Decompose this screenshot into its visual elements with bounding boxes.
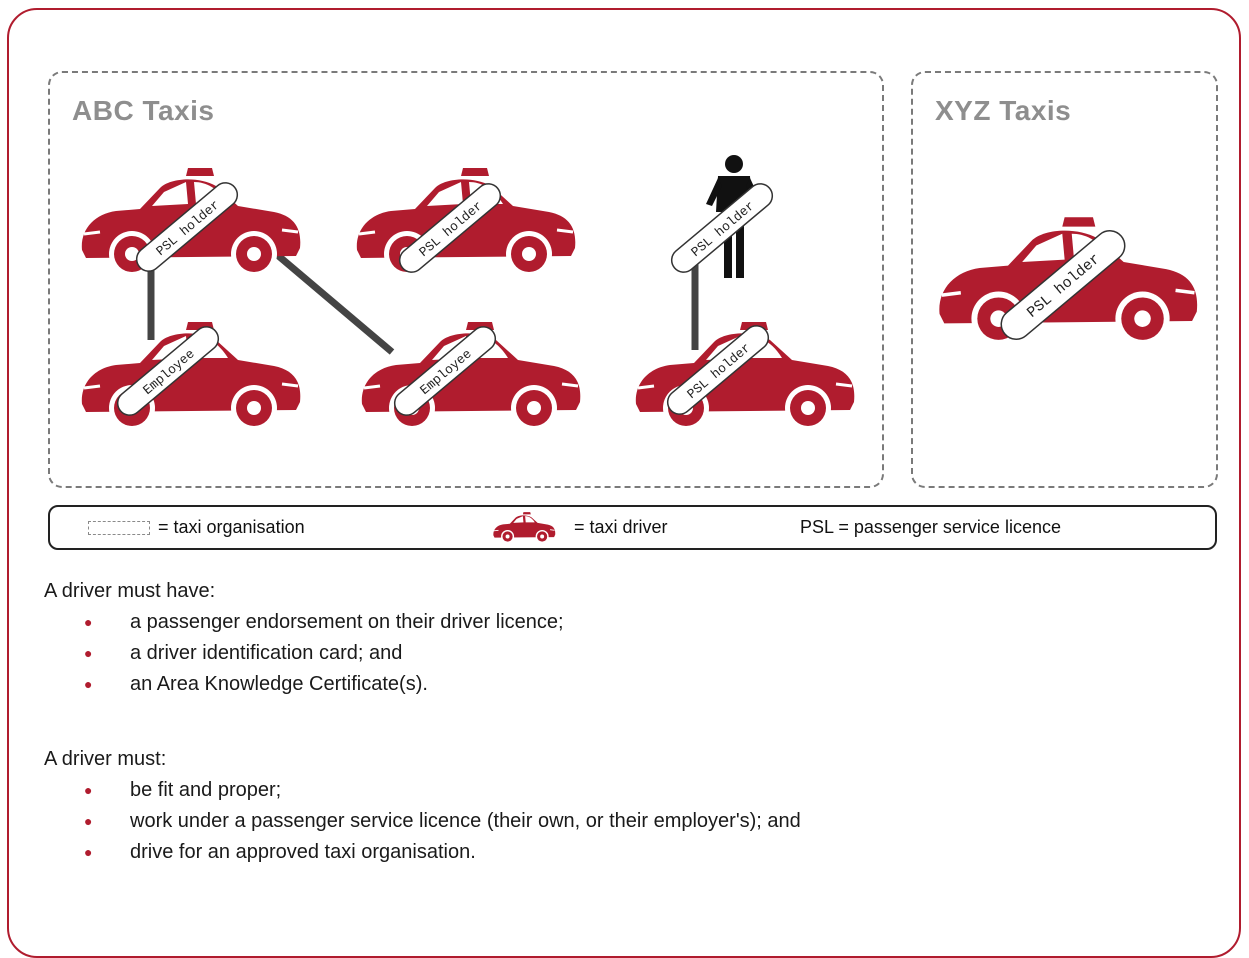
must-have-heading: A driver must have: xyxy=(44,580,216,602)
bullet-icon: ● xyxy=(84,645,93,661)
list-item-text: a passenger endorsement on their driver … xyxy=(130,611,564,633)
bullet-icon: ● xyxy=(84,782,93,798)
org-abc-taxis: ABC Taxis xyxy=(48,71,884,488)
bullet-icon: ● xyxy=(84,676,93,692)
list-item: ● be fit and proper; xyxy=(44,775,801,806)
bullet-icon: ● xyxy=(84,813,93,829)
org-title-xyz: XYZ Taxis xyxy=(935,95,1072,126)
list-item-text: an Area Knowledge Certificate(s). xyxy=(130,673,428,695)
org-title-abc: ABC Taxis xyxy=(72,95,215,126)
list-item-text: drive for an approved taxi organisation. xyxy=(130,841,476,863)
must-have-section: A driver must have: ● a passenger endorse… xyxy=(44,580,564,700)
legend: = taxi organisation = taxi driver PSL = … xyxy=(48,505,1217,550)
legend-psl-label: PSL = passenger service licence xyxy=(800,517,1061,537)
list-item-text: work under a passenger service licence (… xyxy=(130,810,801,832)
list-item: ● a passenger endorsement on their driver… xyxy=(44,607,564,638)
dashed-box-icon xyxy=(88,520,150,535)
legend-organisation: = taxi organisation xyxy=(88,507,305,548)
list-item: ● work under a passenger service licence … xyxy=(44,806,801,837)
legend-psl: PSL = passenger service licence xyxy=(800,507,1061,548)
legend-taxi-icon xyxy=(492,511,556,543)
list-item-text: a driver identification card; and xyxy=(130,642,403,664)
must-list: ● be fit and proper; ● work under a passen… xyxy=(44,775,801,868)
org-xyz-taxis: XYZ Taxis xyxy=(911,71,1218,488)
must-heading: A driver must: xyxy=(44,748,167,770)
legend-organisation-label: = taxi organisation xyxy=(158,517,305,537)
list-item: ● drive for an approved taxi organisation… xyxy=(44,837,801,868)
bullet-icon: ● xyxy=(84,614,93,630)
bullet-icon: ● xyxy=(84,844,93,860)
must-section: A driver must: ● be fit and proper; ● work… xyxy=(44,748,801,868)
legend-driver: = taxi driver xyxy=(482,507,668,548)
list-item-text: be fit and proper; xyxy=(130,779,282,801)
legend-driver-label: = taxi driver xyxy=(574,517,668,537)
list-item: ● an Area Knowledge Certificate(s). xyxy=(44,669,564,700)
must-have-list: ● a passenger endorsement on their driver… xyxy=(44,607,564,700)
list-item: ● a driver identification card; and xyxy=(44,638,564,669)
